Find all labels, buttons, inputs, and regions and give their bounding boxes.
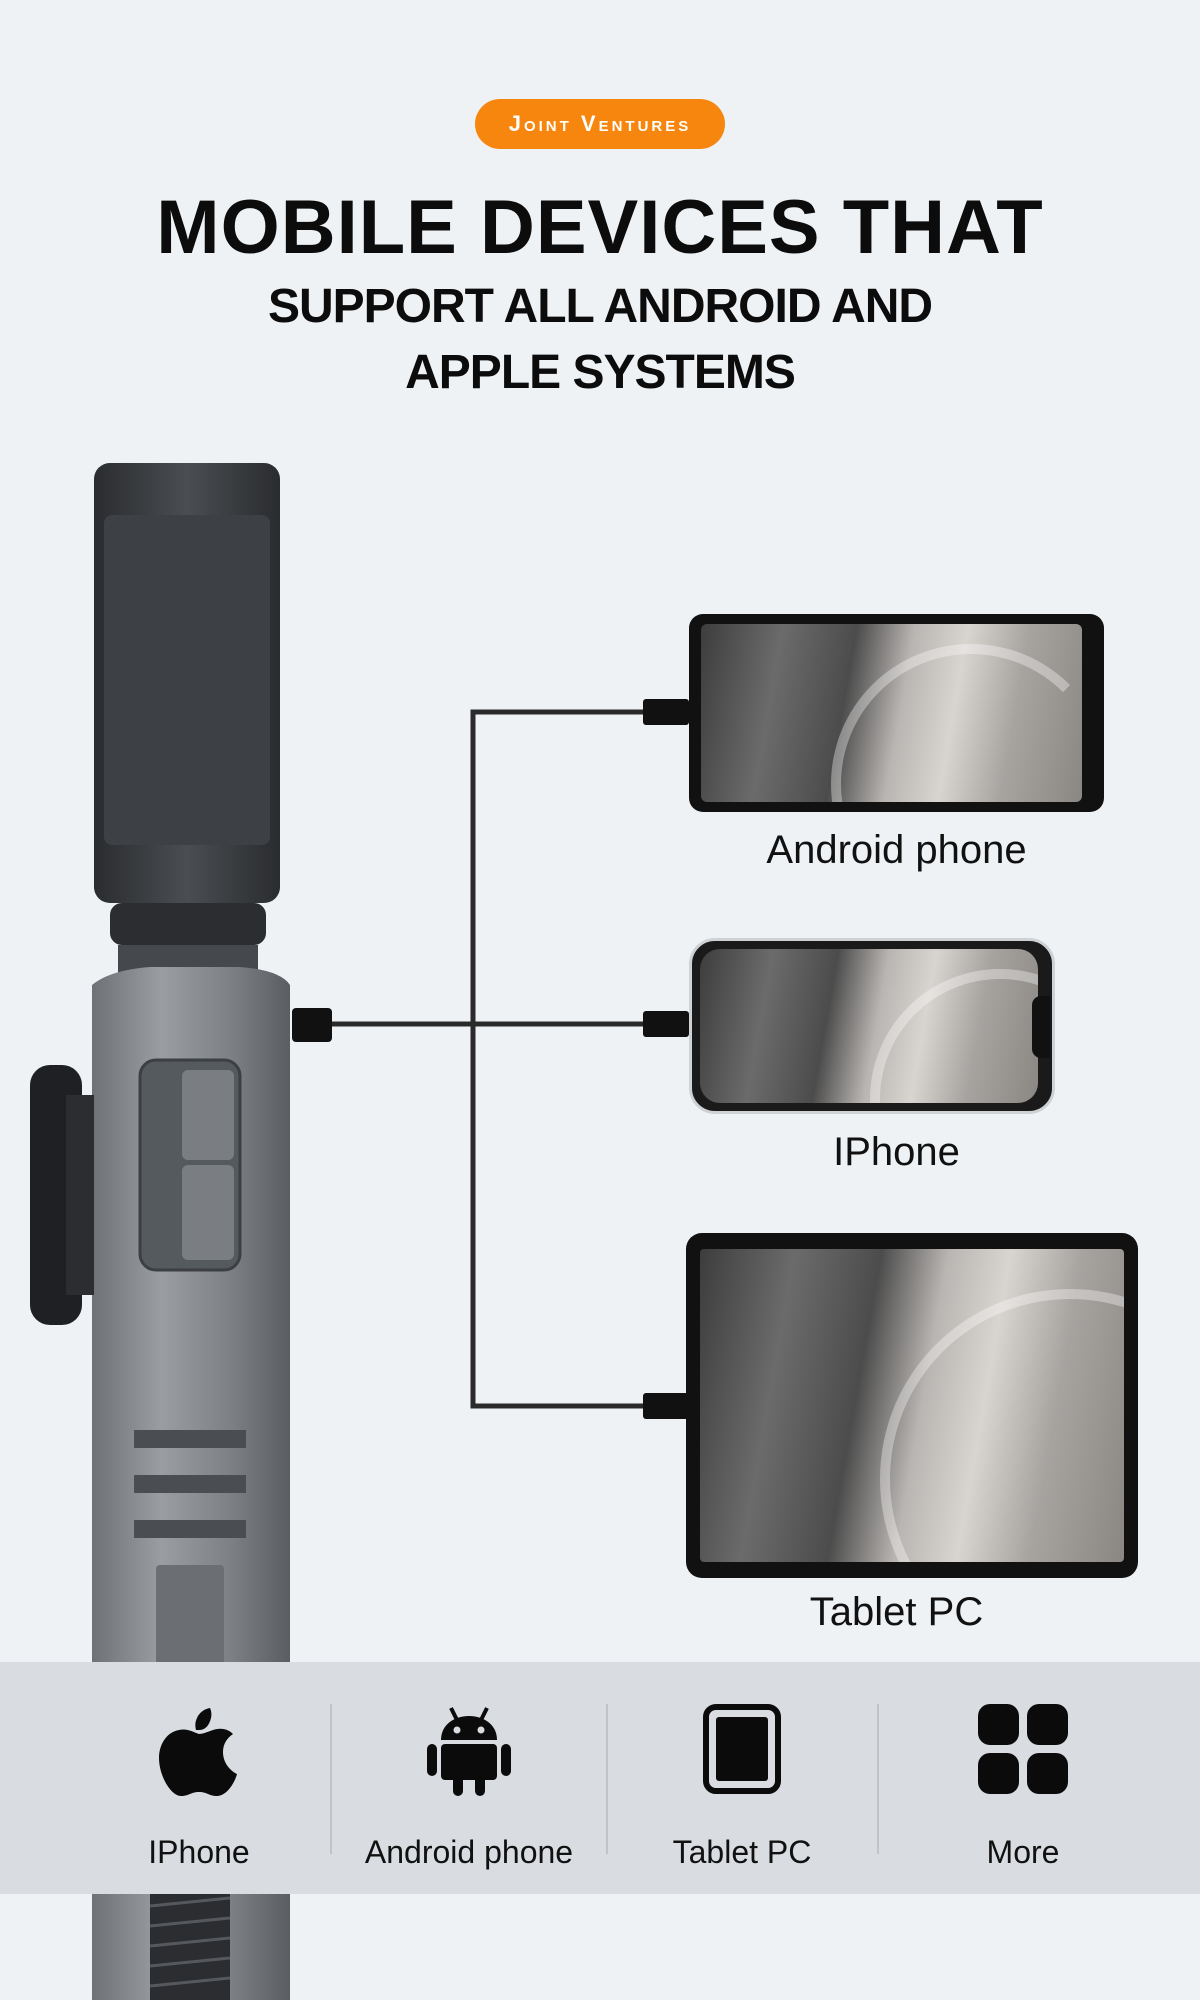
subheadline: SUPPORT ALL ANDROID AND APPLE SYSTEMS xyxy=(0,274,1200,406)
headline: MOBILE DEVICES THAT xyxy=(156,185,1044,270)
compatibility-bar: IPhone Android phone xyxy=(0,1662,1200,1894)
apple-icon xyxy=(159,1704,239,1803)
bar-item-more: More xyxy=(888,1662,1158,1894)
divider xyxy=(606,1704,608,1854)
subheadline-line-1: SUPPORT ALL ANDROID AND xyxy=(267,280,933,333)
android-phone-image xyxy=(689,614,1104,812)
divider xyxy=(330,1704,332,1854)
grid-icon xyxy=(978,1704,1068,1799)
probe-cable xyxy=(150,1894,230,2000)
subheadline-line-2: APPLE SYSTEMS xyxy=(405,346,796,399)
android-phone-label: Android phone xyxy=(766,828,1027,872)
bar-item-label: IPhone xyxy=(148,1834,250,1870)
tablet-icon xyxy=(703,1704,781,1799)
bar-item-tablet: Tablet PC xyxy=(607,1662,877,1894)
bar-item-label: Android phone xyxy=(364,1834,574,1870)
bar-item-android: Android phone xyxy=(334,1662,604,1894)
iphone-label: IPhone xyxy=(833,1130,960,1174)
bar-item-label: More xyxy=(986,1834,1060,1870)
android-connector xyxy=(643,699,689,725)
bar-item-label: Tablet PC xyxy=(672,1834,812,1870)
android-icon xyxy=(427,1704,511,1801)
bar-item-iphone: IPhone xyxy=(64,1662,334,1894)
tablet-label: Tablet PC xyxy=(809,1590,984,1634)
divider xyxy=(877,1704,879,1854)
iphone-image xyxy=(689,938,1055,1114)
iphone-connector xyxy=(643,1011,689,1037)
tablet-connector xyxy=(643,1393,689,1419)
tablet-image xyxy=(686,1233,1138,1578)
brand-badge: Joint Ventures xyxy=(475,99,725,149)
